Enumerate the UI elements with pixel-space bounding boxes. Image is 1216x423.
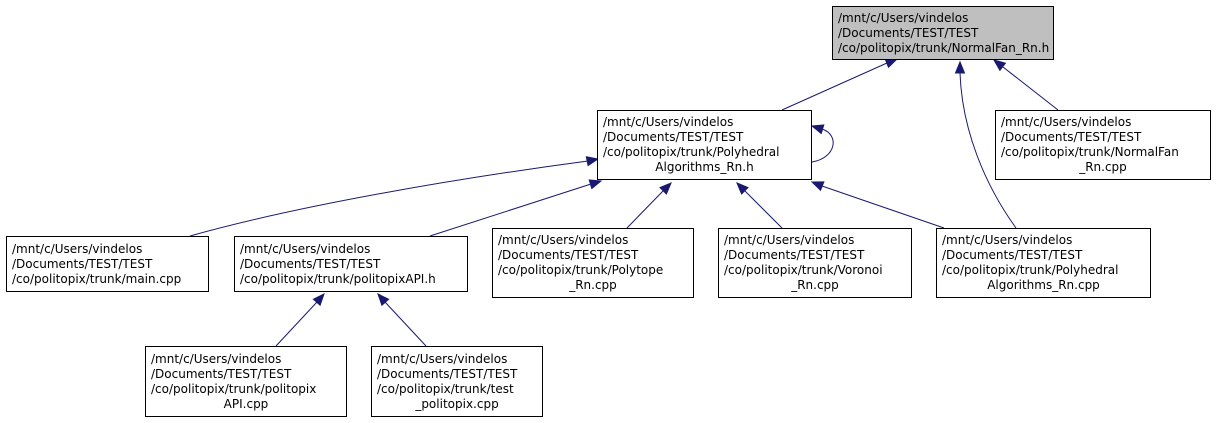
include-edge [1002,66,1059,111]
include-edge [626,190,664,229]
edge-arrowhead [810,124,825,135]
edge-arrowhead [588,179,603,190]
node-label-line: /mnt/c/Users/vindelos [240,241,371,256]
node-label-line: /mnt/c/Users/vindelos [1001,115,1132,129]
node-label-line: /mnt/c/Users/vindelos [603,115,734,129]
include-edge [429,183,592,237]
node-polyhedral-algorithms-rn-cpp[interactable]: /mnt/c/Users/vindelos/Documents/TEST/TES… [936,228,1151,298]
node-politopixapi-h[interactable]: /mnt/c/Users/vindelos/Documents/TEST/TES… [234,236,468,292]
include-edge [959,72,1017,229]
node-label-line: /mnt/c/Users/vindelos [942,233,1073,247]
node-label-line: /mnt/c/Users/vindelos [12,241,143,256]
edge-arrowhead [312,293,325,307]
node-label-line: _Rn.cpp [791,278,839,292]
edge-arrowhead [377,293,390,307]
edge-arrowhead [659,182,672,195]
node-label-line: _Rn.cpp [1079,160,1127,174]
include-edge [189,160,589,237]
node-label-line: /co/politopix/trunk/Polyhedral [942,263,1119,277]
node-normalfan-rn-cpp[interactable]: /mnt/c/Users/vindelos/Documents/TEST/TES… [995,110,1211,180]
node-main-cpp[interactable]: /mnt/c/Users/vindelos/Documents/TEST/TES… [6,236,209,292]
node-label-line: /co/politopix/trunk/politopix [151,381,317,396]
node-label-line: /Documents/TEST/TEST [240,256,381,271]
edge-arrowhead [992,59,1007,72]
node-label-line: /co/politopix/trunk/politopixAPI.h [240,271,436,286]
include-edge [781,62,888,111]
node-label-line: /co/politopix/trunk/test [377,381,514,396]
node-polyhedral-algorithms-rn-h[interactable]: /mnt/c/Users/vindelos/Documents/TEST/TES… [597,110,812,180]
node-label-line: /co/politopix/trunk/Polyhedral [603,145,780,159]
include-edge [384,301,427,347]
node-label-line: /Documents/TEST/TEST [12,256,153,271]
edge-arrowhead [810,181,825,192]
include-edge [744,190,783,229]
node-label-line: Algorithms_Rn.h [655,160,754,174]
edge-arrowhead [884,58,899,69]
node-label-line: API.cpp [223,396,269,411]
node-test-politopix-cpp[interactable]: /mnt/c/Users/vindelos/Documents/TEST/TES… [371,346,543,417]
node-label-line: /co/politopix/trunk/Voronoi [724,263,883,277]
node-label-line: /co/politopix/trunk/NormalFan_Rn.h [838,40,1050,55]
node-label-line: /mnt/c/Users/vindelos [151,351,282,366]
node-label-line: /co/politopix/trunk/main.cpp [12,271,182,286]
node-label-line: /Documents/TEST/TEST [603,130,744,144]
node-label-line: /Documents/TEST/TEST [498,248,639,262]
node-label-line: /Documents/TEST/TEST [838,25,979,40]
node-label-line: /mnt/c/Users/vindelos [498,233,629,247]
edge-arrowhead [954,60,966,74]
node-label-line: /Documents/TEST/TEST [377,366,518,381]
node-voronoi-rn-cpp[interactable]: /mnt/c/Users/vindelos/Documents/TEST/TES… [718,228,912,298]
node-label-line: /mnt/c/Users/vindelos [724,233,855,247]
node-label-line: /co/politopix/trunk/Polytope [498,263,664,277]
node-label-line: _Rn.cpp [569,278,617,292]
node-label-line: /Documents/TEST/TEST [942,248,1083,262]
node-label-line: _politopix.cpp [415,396,499,411]
node-polytope-rn-cpp[interactable]: /mnt/c/Users/vindelos/Documents/TEST/TES… [492,228,694,298]
node-label-line: /Documents/TEST/TEST [151,366,292,381]
include-edge [811,128,834,163]
node-label-line: /mnt/c/Users/vindelos [377,351,508,366]
node-label-line: /co/politopix/trunk/NormalFan [1001,145,1179,159]
node-label-line: /Documents/TEST/TEST [1001,130,1142,144]
node-politopixapi-cpp[interactable]: /mnt/c/Users/vindelos/Documents/TEST/TES… [145,346,347,417]
edge-arrowhead [736,182,749,195]
node-label-line: /mnt/c/Users/vindelos [838,10,969,25]
include-edge [275,301,318,347]
node-normalfan-rn-h: /mnt/c/Users/vindelos/Documents/TEST/TES… [832,6,1054,60]
edge-arrowhead [585,156,600,167]
node-label-line: /Documents/TEST/TEST [724,248,865,262]
node-label-line: Algorithms_Rn.cpp [987,278,1100,292]
include-edge [821,185,945,229]
